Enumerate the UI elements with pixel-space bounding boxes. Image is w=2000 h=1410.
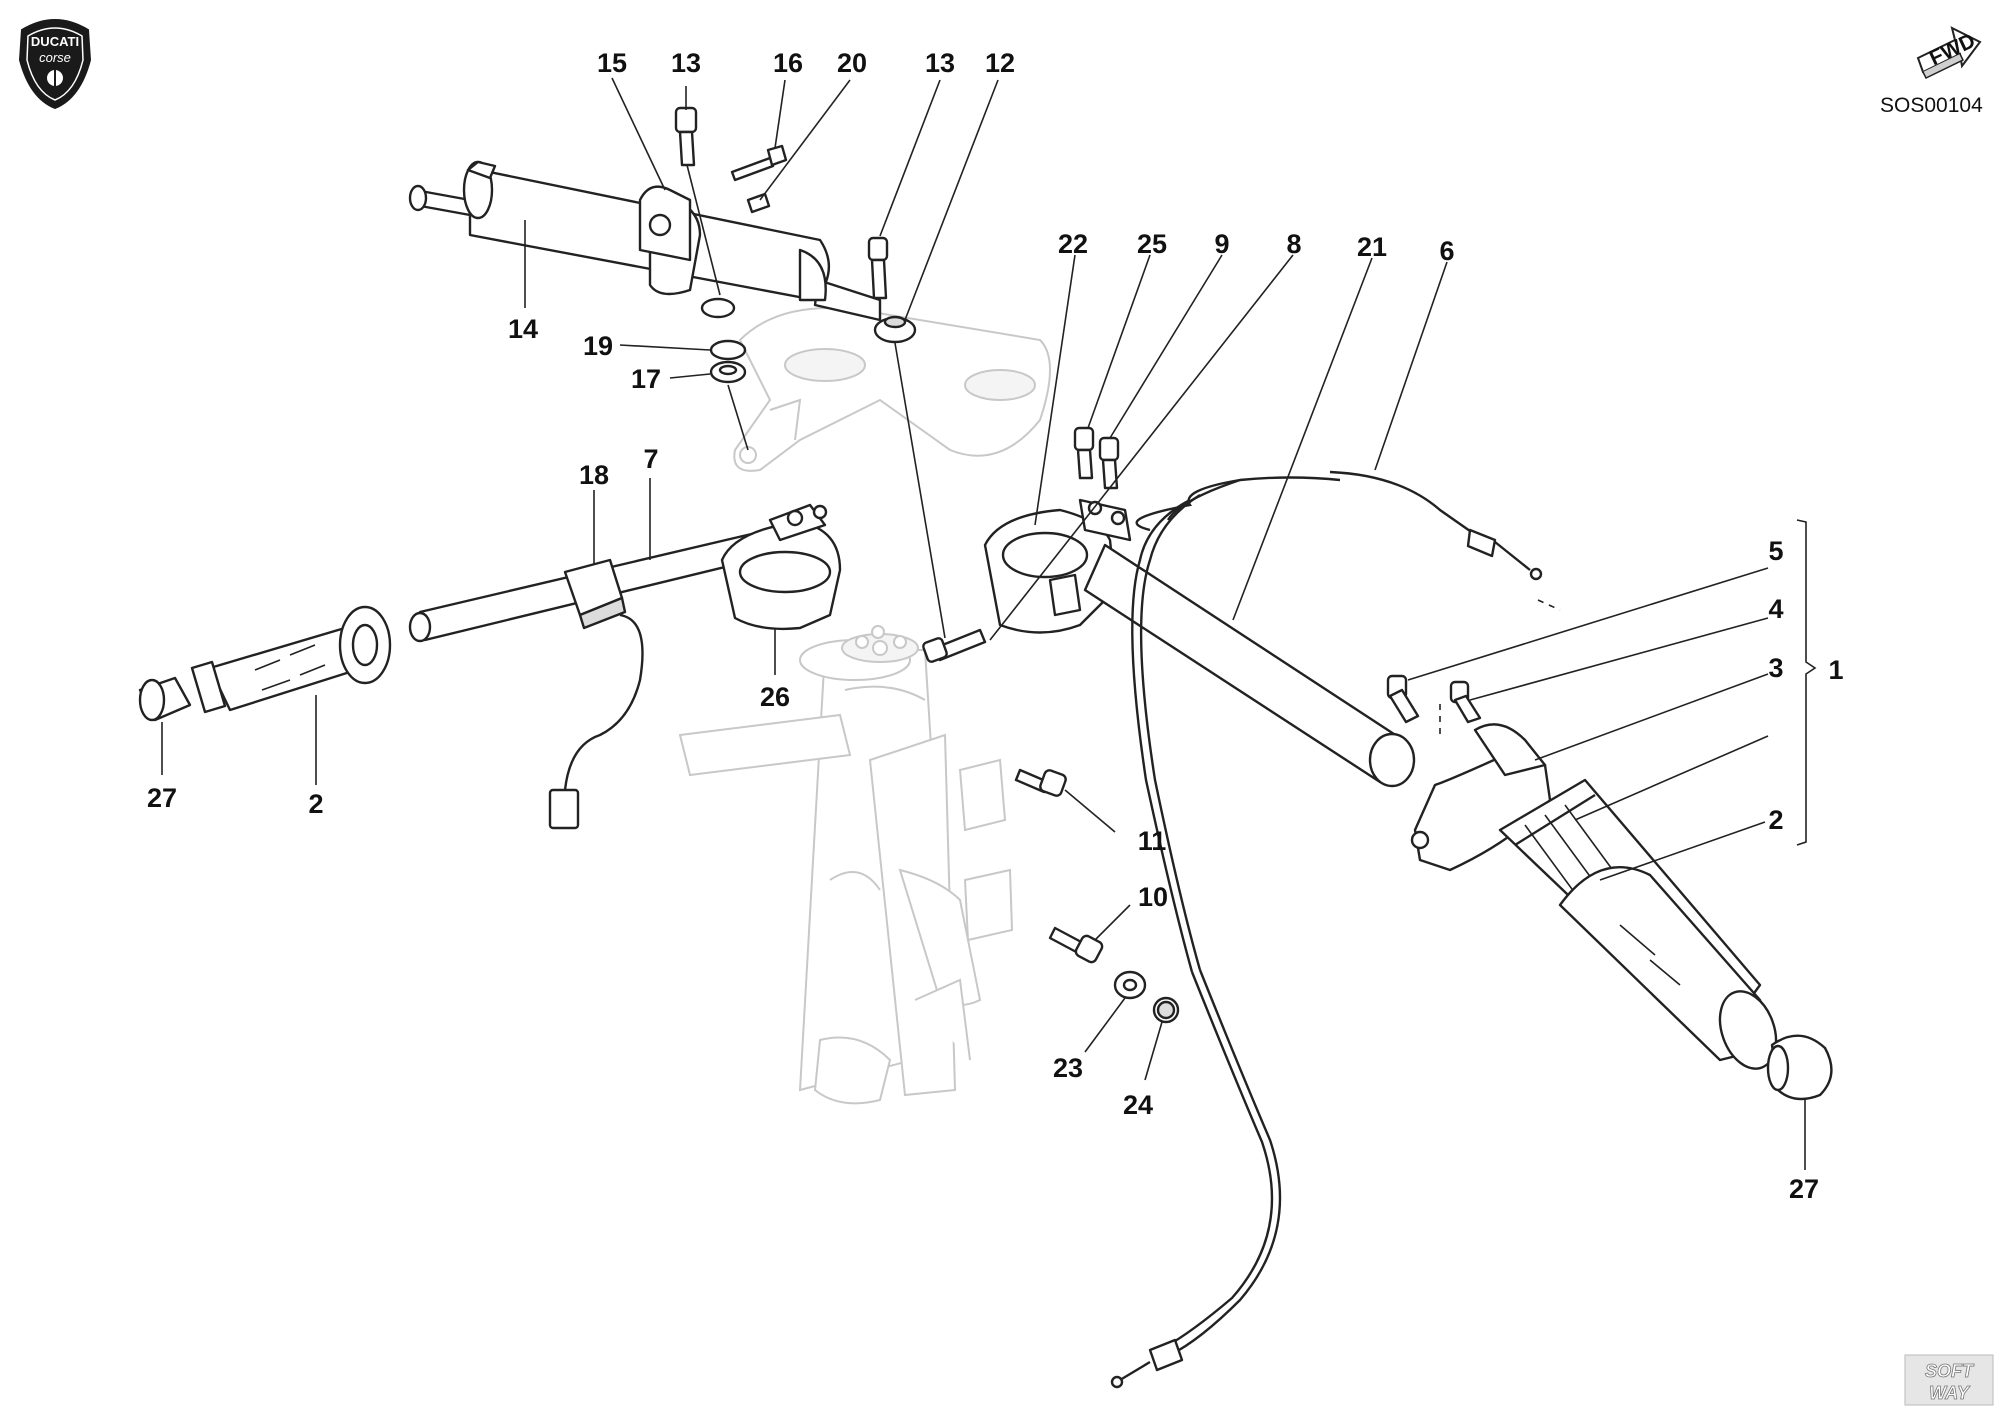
throttle-cable <box>1110 470 1543 1389</box>
callout-16: 16 <box>773 48 803 78</box>
callout-18: 18 <box>579 460 609 490</box>
callout-17: 17 <box>631 364 661 394</box>
leader-lines <box>161 77 1806 1170</box>
left-grip-2 <box>190 605 392 714</box>
callout-9: 9 <box>1214 229 1229 259</box>
bolt-16 <box>730 144 788 182</box>
softway-watermark: SOFT WAY <box>1904 1354 1994 1406</box>
circlip-19 <box>709 339 747 361</box>
bolt-13-left <box>674 106 698 167</box>
callout-26: 26 <box>760 682 790 712</box>
bushing-12 <box>873 315 917 344</box>
callout-6: 6 <box>1439 236 1454 266</box>
ducati-corse-logo: DUCATI corse <box>18 19 92 110</box>
logo-line2: corse <box>39 50 71 65</box>
callout-24: 24 <box>1123 1090 1153 1120</box>
callout-12: 12 <box>985 48 1015 78</box>
bolt-25 <box>1073 426 1095 480</box>
washer-23 <box>1113 970 1147 1000</box>
bar-end-27-right <box>1766 1034 1833 1101</box>
callout-27-right: 27 <box>1789 1174 1819 1204</box>
callout-2-left: 2 <box>308 789 323 819</box>
drawing-code: SOS00104 <box>1880 94 1983 117</box>
callout-5: 5 <box>1768 536 1783 566</box>
watermark-line1: SOFT <box>1925 1361 1975 1381</box>
damper-bracket <box>638 185 692 262</box>
callout-19: 19 <box>583 331 613 361</box>
right-handlebar-clamp <box>983 498 1132 634</box>
callout-14: 14 <box>508 314 538 344</box>
watermark-line2: WAY <box>1929 1383 1971 1403</box>
ghost-fork-tube <box>678 625 1014 1105</box>
callout-2-right: 2 <box>1768 805 1783 835</box>
callout-3: 3 <box>1768 653 1783 683</box>
throttle-bolts <box>1386 674 1482 724</box>
callout-1: 1 <box>1828 655 1843 685</box>
bolt-8 <box>922 628 987 663</box>
bolt-9 <box>1098 436 1120 490</box>
callout-23: 23 <box>1053 1053 1083 1083</box>
grub-screw-20 <box>746 192 771 214</box>
handlebar-clamp-26 <box>720 503 842 631</box>
switch-clamp-18 <box>563 558 627 630</box>
callout-7: 7 <box>643 444 658 474</box>
callout-22: 22 <box>1058 229 1088 259</box>
callout-13-right: 13 <box>925 48 955 78</box>
bolt-13-right <box>867 236 889 300</box>
bar-end-27-left <box>138 676 192 722</box>
bolt-11 <box>1014 768 1067 797</box>
callout-10: 10 <box>1138 882 1168 912</box>
washer-24 <box>1152 996 1180 1024</box>
right-grip-2 <box>1498 778 1778 1070</box>
bushing-damper <box>700 297 736 319</box>
callout-15: 15 <box>597 48 627 78</box>
callout-20: 20 <box>837 48 867 78</box>
forward-arrow-icon: FWD <box>1916 26 1982 79</box>
bolt-10 <box>1048 926 1104 964</box>
wire-lead <box>548 613 644 830</box>
callout-11: 11 <box>1138 826 1167 856</box>
callout-labels: 15 13 16 20 13 12 14 19 17 22 25 9 8 21 … <box>147 48 1844 1204</box>
callout-13-left: 13 <box>671 48 701 78</box>
callout-25: 25 <box>1137 229 1167 259</box>
callout-27-left: 27 <box>147 783 177 813</box>
right-handlebar-tube <box>1083 543 1416 788</box>
callout-21: 21 <box>1357 232 1387 262</box>
logo-line1: DUCATI <box>31 34 79 49</box>
callout-4: 4 <box>1768 594 1783 624</box>
assembly-bracket <box>1796 519 1817 846</box>
ghost-triple-clamp <box>733 307 1051 472</box>
washer-17 <box>709 360 747 384</box>
callout-8: 8 <box>1286 229 1301 259</box>
